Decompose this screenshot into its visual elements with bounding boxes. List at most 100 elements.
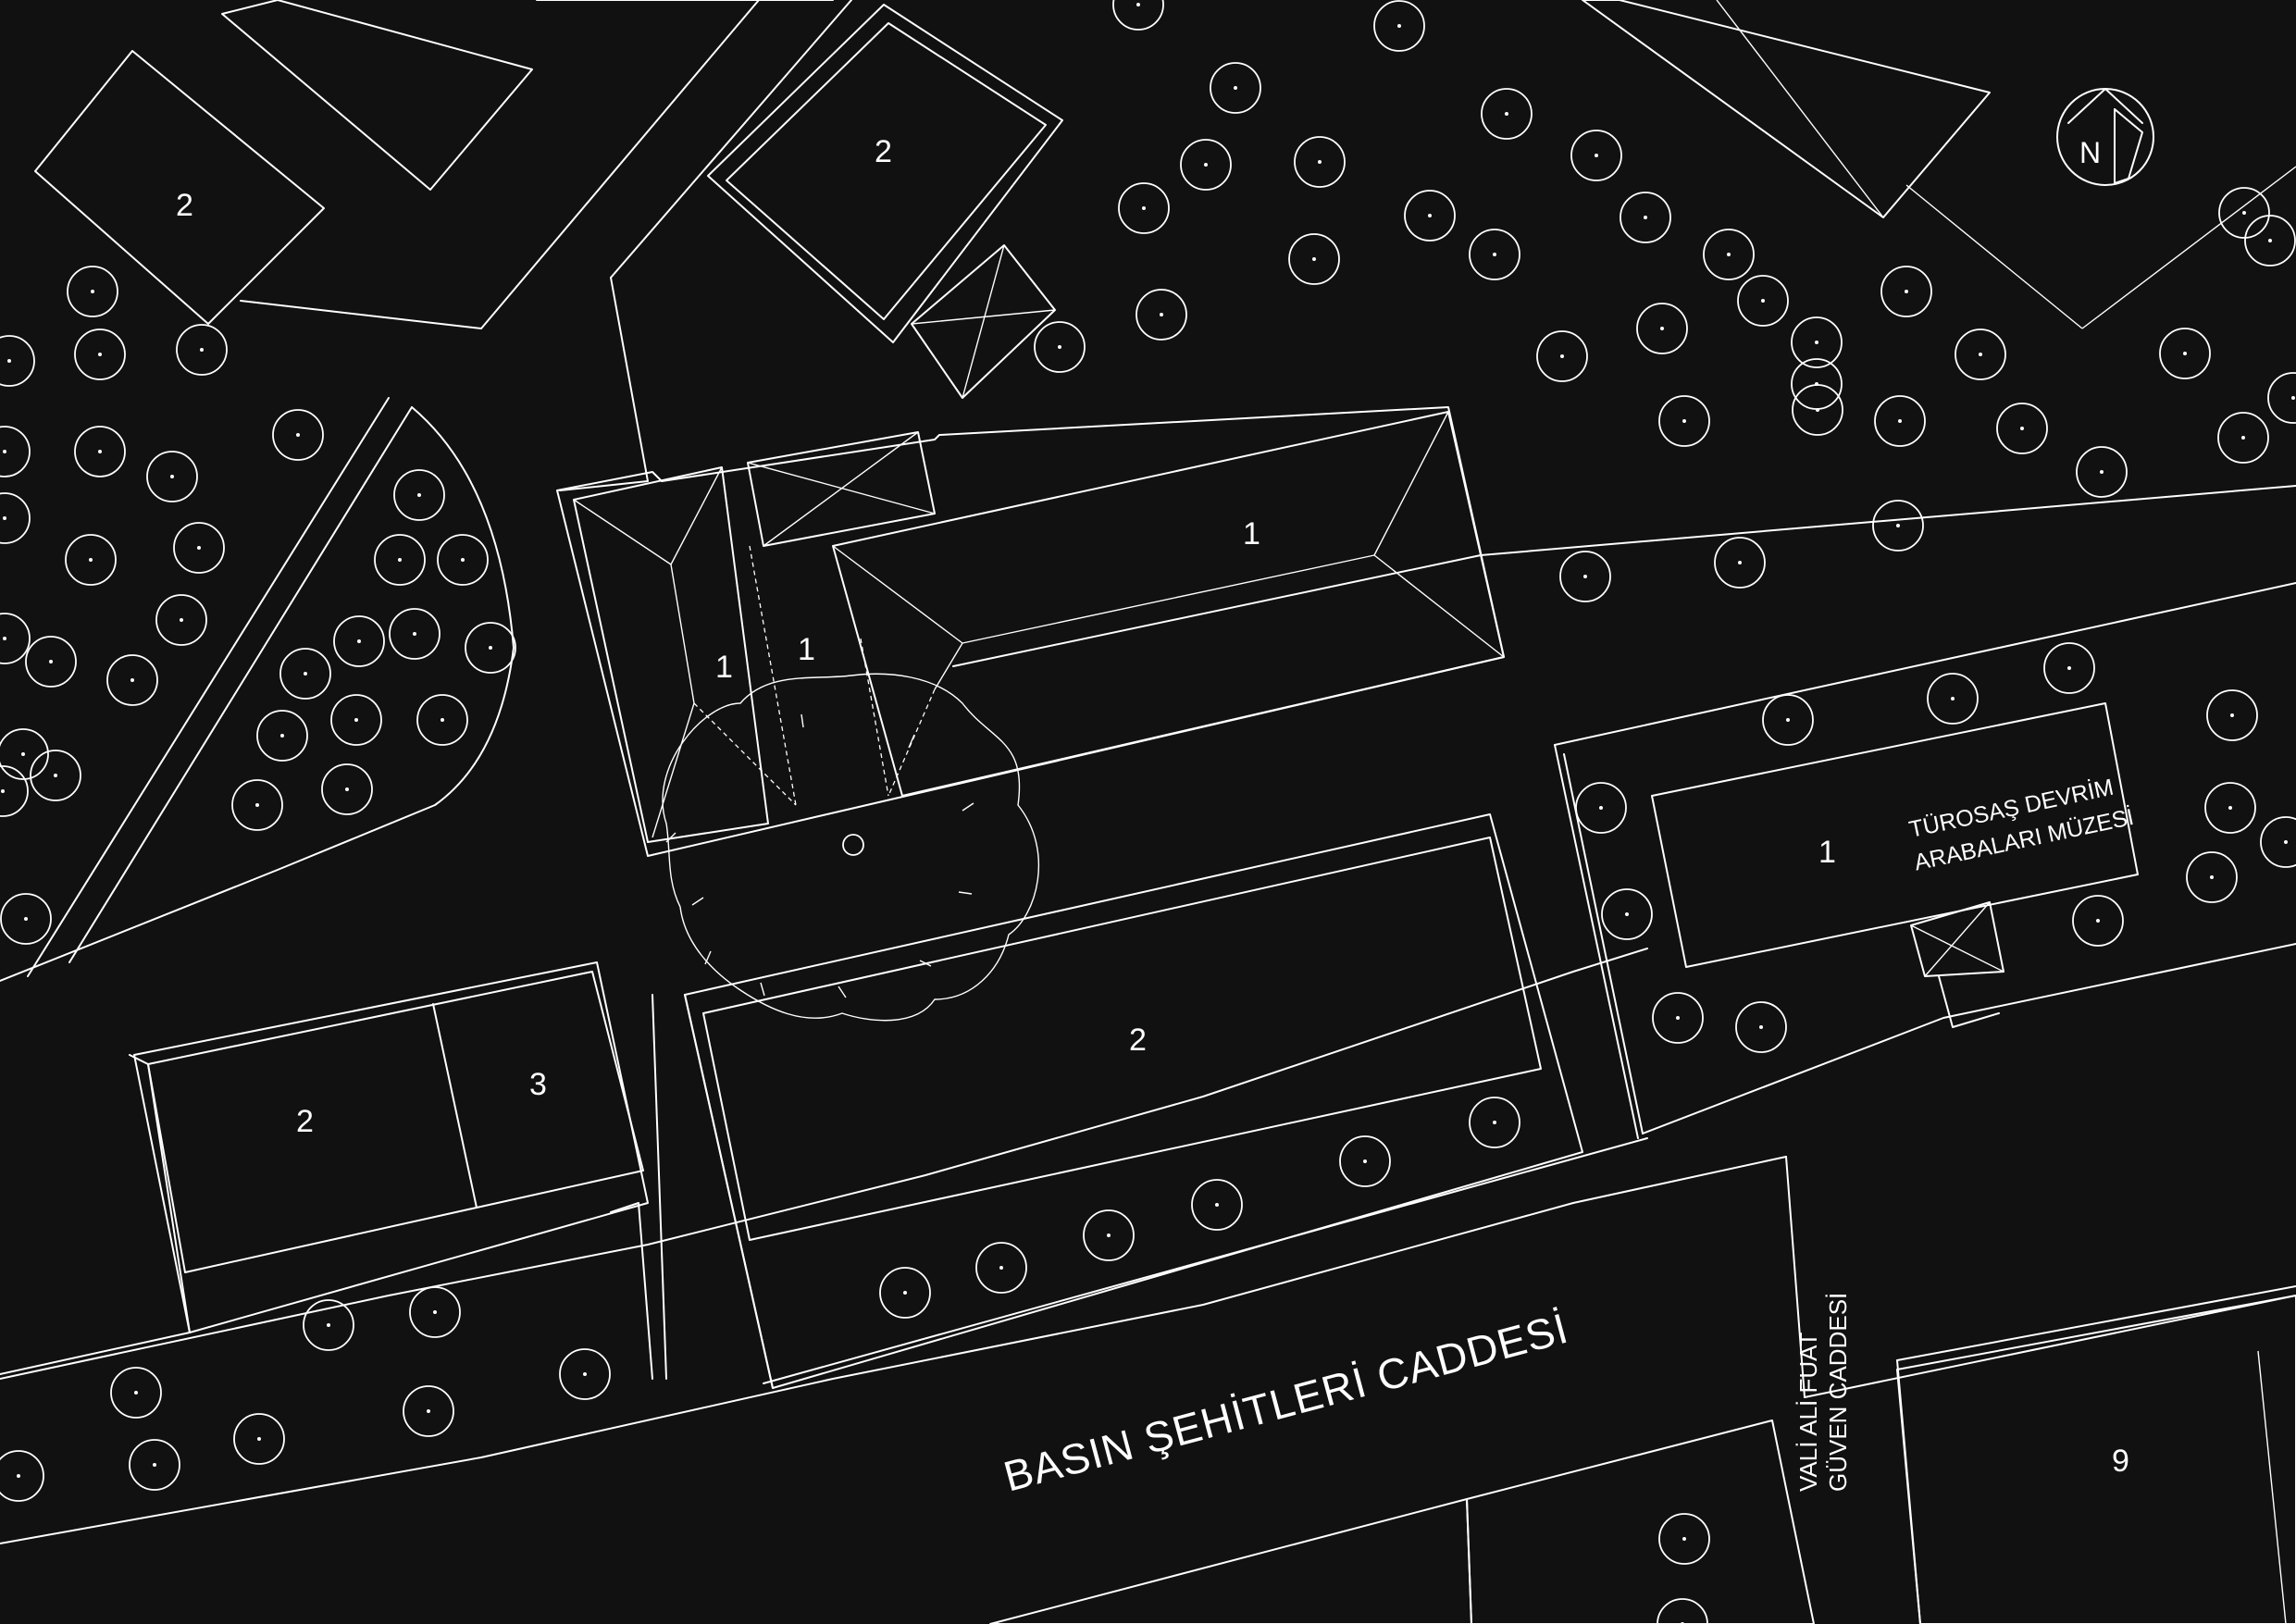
tree-icon bbox=[2043, 642, 2095, 694]
main-street-north-edge bbox=[0, 948, 1648, 1380]
courtyard-tree-canopy bbox=[662, 673, 1040, 1022]
tree-center-dot bbox=[1058, 345, 1061, 349]
tree-center-dot bbox=[999, 1266, 1003, 1270]
tree-icon bbox=[1536, 330, 1588, 382]
tree-center-dot bbox=[180, 618, 183, 622]
tree-icon bbox=[2159, 328, 2211, 379]
tree-icon bbox=[25, 636, 77, 688]
tree-center-dot bbox=[2242, 211, 2246, 215]
east-street-south bbox=[1554, 582, 2296, 746]
tree-icon bbox=[2072, 895, 2124, 947]
tree-icon bbox=[1570, 130, 1622, 181]
tree-center-dot bbox=[1599, 806, 1603, 810]
tree-icon bbox=[1874, 395, 1926, 447]
tree-icon bbox=[1481, 88, 1533, 140]
tree-icon bbox=[74, 426, 126, 477]
tree-icon bbox=[1136, 289, 1187, 341]
tree-icon bbox=[0, 1450, 44, 1502]
tree-icon bbox=[279, 648, 331, 700]
building-se-corner bbox=[1896, 1295, 2296, 1624]
tree-icon bbox=[1714, 537, 1766, 589]
tree-center-dot bbox=[197, 546, 201, 550]
tree-icon bbox=[1210, 62, 1261, 114]
label-sw-left: 2 bbox=[296, 1104, 314, 1139]
tree-center-dot bbox=[461, 558, 465, 562]
tree-center-dot bbox=[417, 493, 421, 497]
tree-center-dot bbox=[3, 516, 6, 520]
tree-icon bbox=[2260, 816, 2296, 868]
tree-center-dot bbox=[2268, 239, 2272, 242]
tree-center-dot bbox=[427, 1409, 430, 1413]
label-main-left-b: 1 bbox=[798, 632, 815, 667]
tree-center-dot bbox=[1595, 154, 1598, 157]
tree-icon bbox=[374, 534, 426, 586]
tree-icon bbox=[67, 266, 118, 317]
tree-icon bbox=[1404, 190, 1456, 242]
tree-center-dot bbox=[1234, 86, 1237, 90]
label-se-corner: 9 bbox=[2112, 1444, 2129, 1479]
tree-icon bbox=[1735, 1001, 1787, 1053]
tree-center-dot bbox=[200, 348, 204, 352]
label-museum-block: 1 bbox=[1818, 835, 1836, 870]
tree-icon bbox=[106, 654, 158, 706]
tree-icon bbox=[1762, 694, 1814, 746]
tree-icon bbox=[110, 1367, 162, 1419]
tree-center-dot bbox=[257, 1437, 261, 1441]
north-label: N bbox=[2079, 136, 2101, 169]
tree-center-dot bbox=[170, 475, 174, 478]
tree-center-dot bbox=[1505, 112, 1508, 116]
tree-center-dot bbox=[1898, 419, 1902, 423]
tree-icon bbox=[173, 522, 225, 574]
tree-center-dot bbox=[398, 558, 402, 562]
tree-center-dot bbox=[1318, 160, 1322, 164]
label-sw-right: 3 bbox=[529, 1067, 547, 1102]
tree-center-dot bbox=[1493, 253, 1496, 256]
tree-center-dot bbox=[1682, 419, 1686, 423]
north-arrow-icon: N bbox=[2056, 88, 2154, 186]
tree-icon bbox=[1469, 229, 1520, 280]
tree-icon bbox=[1880, 266, 1932, 317]
tree-center-dot bbox=[2291, 396, 2295, 400]
tree-center-dot bbox=[1951, 697, 1955, 700]
tree-center-dot bbox=[304, 672, 307, 676]
tree-center-dot bbox=[7, 359, 11, 363]
tree-icon bbox=[2267, 372, 2296, 424]
tree-center-dot bbox=[98, 353, 102, 356]
tree-center-dot bbox=[345, 787, 349, 791]
tree-center-dot bbox=[1493, 1121, 1496, 1124]
tree-icon bbox=[330, 694, 382, 746]
tree-center-dot bbox=[130, 678, 134, 682]
tree-center-dot bbox=[24, 917, 28, 921]
tree-center-dot bbox=[1676, 1016, 1680, 1020]
tree-icon bbox=[65, 534, 117, 586]
tree-center-dot bbox=[1738, 561, 1742, 564]
tree-center-dot bbox=[49, 660, 53, 663]
tree-center-dot bbox=[1727, 253, 1731, 256]
se-street-edge bbox=[1896, 1285, 2296, 1361]
tree-icon bbox=[231, 779, 283, 831]
tree-center-dot bbox=[1107, 1233, 1111, 1237]
tree-icon bbox=[403, 1385, 454, 1437]
tree-center-dot bbox=[1136, 3, 1140, 6]
museum-building bbox=[1651, 702, 2139, 968]
tree-center-dot bbox=[1759, 1025, 1763, 1029]
buildings bbox=[34, 0, 2296, 1624]
tree-center-dot bbox=[1160, 313, 1163, 316]
tree-center-dot bbox=[3, 450, 6, 453]
tree-center-dot bbox=[1896, 524, 1900, 527]
tree-icon bbox=[1373, 0, 1425, 52]
tree-icon bbox=[2244, 215, 2296, 267]
building-s-right bbox=[1466, 1419, 1815, 1624]
tree-icon bbox=[1339, 1135, 1391, 1187]
tree-icon bbox=[0, 893, 52, 945]
tree-center-dot bbox=[134, 1391, 138, 1395]
tree-center-dot bbox=[1363, 1159, 1367, 1163]
tree-icon bbox=[1636, 303, 1688, 354]
tree-icon bbox=[559, 1348, 611, 1400]
tree-icon bbox=[272, 409, 324, 461]
tree-icon bbox=[1559, 551, 1611, 602]
